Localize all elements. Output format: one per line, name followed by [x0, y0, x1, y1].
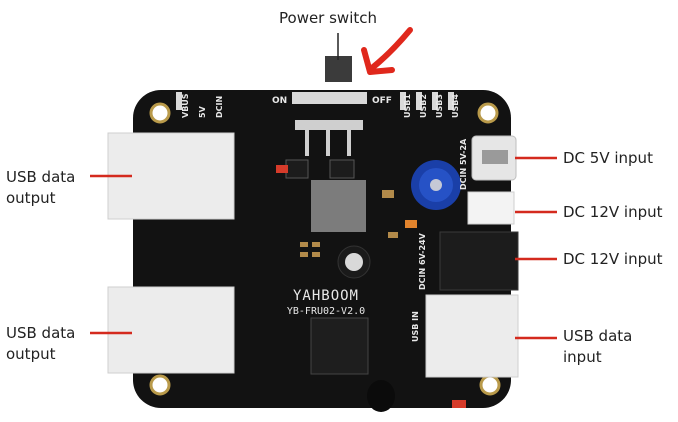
- silk-vbus: VBUS: [181, 93, 190, 118]
- silk-model: YB-FRU02-V2.0: [287, 306, 365, 317]
- silk-usb2: USB2: [419, 94, 428, 118]
- silk-on: ON: [272, 96, 287, 106]
- silk-usb-in: USB IN: [411, 311, 420, 342]
- power-switch-body: [292, 92, 367, 104]
- silk-5v: 5V: [198, 105, 207, 118]
- silk-dcin-6v24v: DCIN 6V-24V: [418, 232, 427, 290]
- dc-barrel-jack: [440, 232, 518, 290]
- silk-off: OFF: [372, 96, 392, 106]
- label-power-switch: Power switch: [279, 8, 377, 29]
- silk-usb3: USB3: [435, 94, 444, 118]
- usb-output-port-bottom: [108, 287, 234, 373]
- mounting-hole-bl: [151, 376, 169, 394]
- label-dc-12v-upper: DC 12V input: [563, 202, 663, 223]
- crystal: [367, 380, 395, 412]
- label-dc-12v-lower: DC 12V input: [563, 249, 663, 270]
- label-dc-5v: DC 5V input: [563, 148, 653, 169]
- dc-12v-terminal: [468, 192, 514, 224]
- label-usb-output-bottom: USB data output: [6, 323, 75, 365]
- silk-dcin: DCIN: [215, 96, 224, 118]
- mounting-hole-tl: [151, 104, 169, 122]
- regulator-chip: [311, 180, 366, 232]
- silk-dcin-5v2a: DCIN 5V-2A: [459, 138, 468, 190]
- usb-input-port: [426, 295, 518, 377]
- silk-usb4: USB4: [451, 94, 460, 118]
- label-usb-input: USB data input: [563, 326, 632, 368]
- hub-chip: [311, 318, 368, 374]
- silk-brand: YAHBOOM: [293, 288, 359, 304]
- label-usb-output-top: USB data output: [6, 167, 75, 209]
- annotation-arrow-icon: [372, 30, 410, 68]
- mounting-hole-tr: [479, 104, 497, 122]
- mounting-hole-br: [481, 376, 499, 394]
- silk-usb1: USB1: [403, 94, 412, 118]
